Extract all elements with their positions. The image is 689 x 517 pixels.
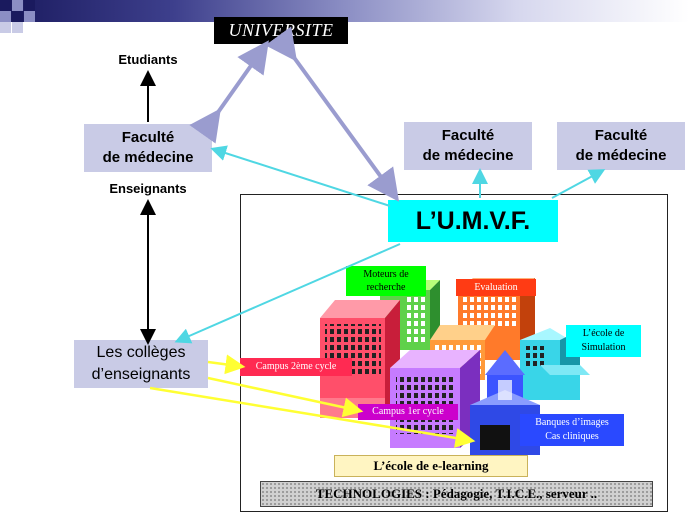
faculte-line1: Faculté <box>441 127 495 144</box>
evaluation-label: Evaluation <box>456 279 536 296</box>
moteurs-label: Moteurs de recherche <box>346 266 426 296</box>
faculte-line2: de médecine <box>102 149 194 166</box>
moteurs-line2: recherche <box>366 282 406 293</box>
banques-label: Banques d’images Cas cliniques <box>520 414 624 446</box>
campus1-label: Campus 1er cycle <box>358 404 458 420</box>
simulation-line2: Simulation <box>581 342 626 353</box>
faculte-box-left: Faculté de médecine <box>84 124 212 172</box>
technologies-banner: TECHNOLOGIES : Pédagogie, T.I.C.E., serv… <box>260 481 653 507</box>
faculte-line2: de médecine <box>422 147 514 164</box>
header-band <box>0 0 689 40</box>
faculte-box-right: Faculté de médecine <box>557 122 685 170</box>
campus2-label: Campus 2ème cycle <box>240 358 352 376</box>
faculte-line1: Faculté <box>121 129 175 146</box>
colleges-line1: Les collèges <box>96 344 186 361</box>
arrow-umvf-colleges <box>174 243 401 344</box>
etudiants-label: Etudiants <box>118 52 178 67</box>
arrow-universite-umvf <box>265 26 400 202</box>
arrow-colleges-campus2 <box>207 354 246 375</box>
enseignants-label: Enseignants <box>109 181 187 196</box>
simulation-line1: L’école de <box>582 328 625 339</box>
elearning-label: L’école de e-learning <box>334 455 528 477</box>
colleges-line2: d’enseignants <box>91 366 191 383</box>
simulation-label: L’école de Simulation <box>566 325 641 357</box>
umvf-box: L’U.M.V.F. <box>388 200 558 242</box>
faculte-line1: Faculté <box>594 127 648 144</box>
banques-line2: Cas cliniques <box>545 431 599 442</box>
faculte-line2: de médecine <box>575 147 667 164</box>
faculte-box-center: Faculté de médecine <box>404 122 532 170</box>
banques-line1: Banques d’images <box>535 417 609 428</box>
arrow-colleges-elearning <box>149 386 476 448</box>
arrow-umvf-faculte-left <box>210 145 391 207</box>
moteurs-line1: Moteurs de <box>363 269 409 280</box>
arrow-universite-faculte <box>189 40 269 144</box>
colleges-box: Les collèges d’enseignants <box>74 340 208 388</box>
arrow-umvf-faculte-right <box>551 169 606 199</box>
arrow-colleges-campus1 <box>207 376 364 418</box>
